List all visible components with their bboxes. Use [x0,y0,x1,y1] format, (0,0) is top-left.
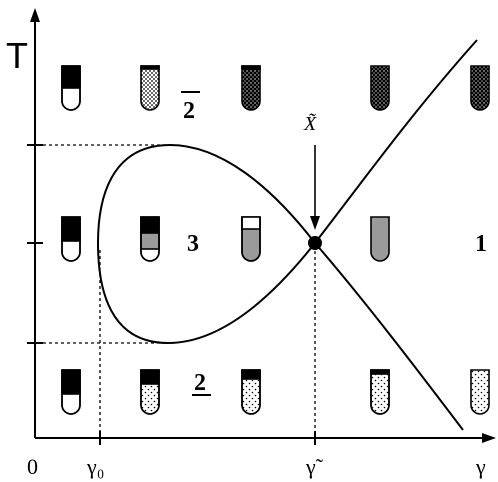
x-axis-label: γ [475,454,486,479]
region-label-top: 2 [181,91,200,124]
binodal-loop-curve [96,143,317,345]
tube-row-top [61,65,490,111]
tube [370,65,390,111]
tube [241,65,261,111]
tube [470,369,490,415]
tube [241,216,261,262]
tube [61,216,81,262]
phase-curves [96,39,478,431]
tube [241,369,261,415]
tube-row-middle [61,216,390,262]
region-label-bottom: 2 [192,370,211,396]
x-axis-arrow [482,433,496,443]
tube [370,216,390,262]
tube [470,65,490,111]
critical-line-rising [314,39,478,244]
region-label-top-text: 2 [183,98,195,124]
axis-ticks [27,144,316,445]
y-axis-label: T [6,35,28,76]
tube [61,65,81,111]
axes [30,8,496,443]
tube [370,369,390,415]
region-label-right: 1 [475,231,487,257]
tube [140,369,160,415]
tube [140,65,160,111]
x-tick-zero: 0 [27,454,38,479]
tube-row-bottom [61,369,490,415]
guide-lines [37,144,316,436]
x-tick-gamma0: γ₀ [86,454,104,479]
tube [61,369,81,415]
region-label-middle: 3 [187,231,199,257]
critical-point-label: X̃ [303,112,317,135]
tube [140,216,160,262]
x-tick-gamma-tilde: γ̃ [305,454,324,479]
region-label-bottom-text: 2 [194,370,206,396]
critical-point [308,236,322,250]
critical-line-falling [314,242,464,431]
y-axis-arrow [30,8,40,22]
critical-point-arrow [310,145,320,230]
